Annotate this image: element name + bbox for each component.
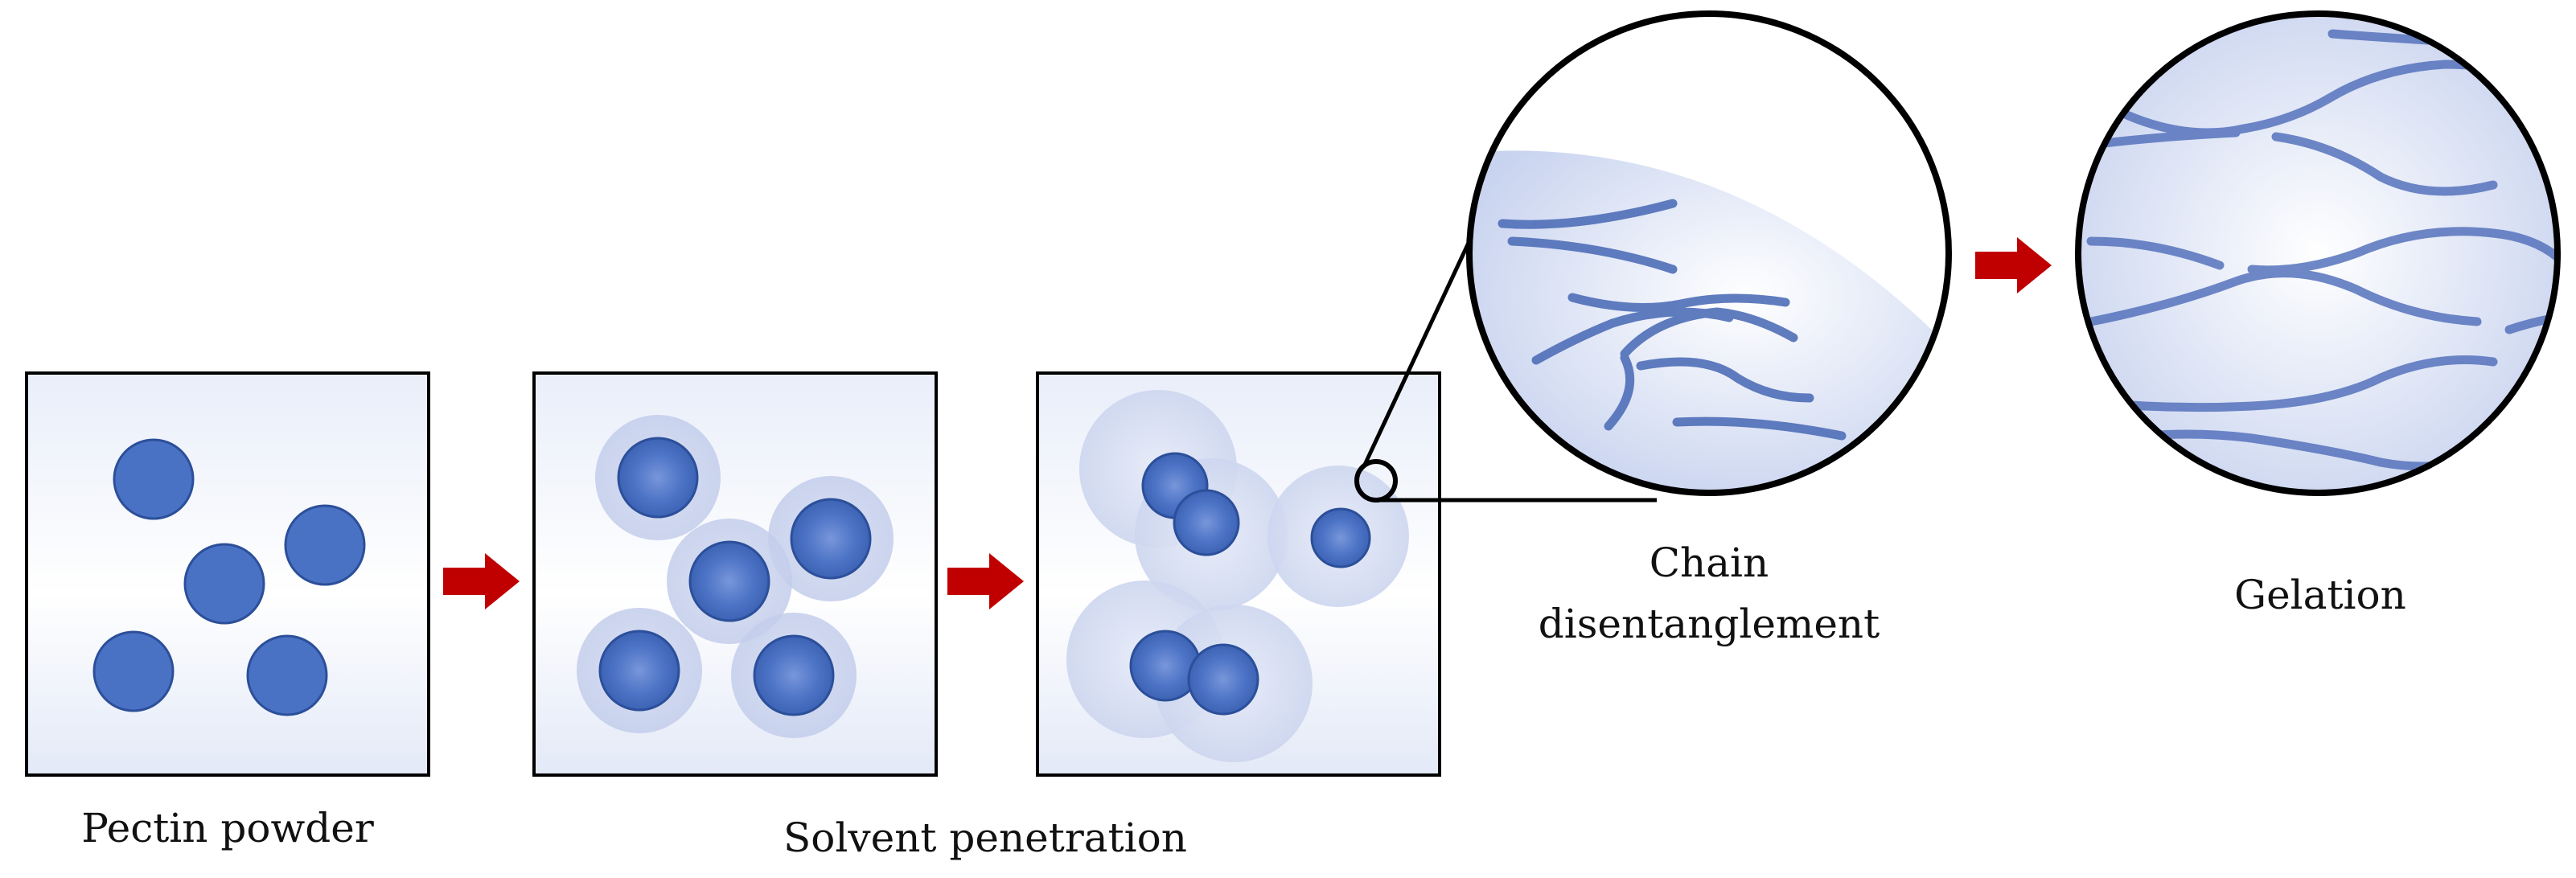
arrow-1 (443, 553, 520, 609)
gelation-circle-outline (2075, 10, 2561, 496)
polymer-chain (2086, 236, 2225, 270)
label-gelation: Gelation (2234, 572, 2406, 618)
swollen-particle (1173, 489, 1240, 556)
swollen-particle (1310, 507, 1371, 568)
polymer-chain (2247, 227, 2558, 275)
swollen-region (1469, 150, 1949, 493)
magnified-circle-outline (1466, 10, 1952, 496)
label-chain: Chain (1649, 540, 1769, 586)
swollen-particle (753, 634, 835, 716)
swollen-particle (598, 630, 680, 712)
polymer-chain (2271, 132, 2498, 196)
label-disentanglement: disentanglement (1538, 601, 1880, 647)
particle (92, 630, 175, 712)
polymer-chain (1620, 307, 1798, 359)
polymer-chain (1636, 357, 1814, 403)
zoom-source-ring (1354, 459, 1398, 503)
swollen-particle (688, 540, 770, 622)
polymer-chain (1498, 199, 1678, 229)
swollen-particle (790, 498, 872, 580)
polymer-chain (1672, 416, 1847, 441)
arrow-3 (1975, 237, 2052, 293)
arrow-2 (947, 553, 1024, 609)
label-solvent-penetration: Solvent penetration (783, 814, 1187, 861)
particle (284, 504, 366, 586)
polymer-chain (1567, 293, 1790, 312)
particle (183, 543, 265, 625)
polymer-chain (1604, 353, 1635, 431)
label-pectin-powder: Pectin powder (81, 805, 374, 851)
panel-solvent-penetration-1 (532, 371, 938, 777)
polymer-chain (2086, 355, 2498, 412)
panel-pectin-powder (25, 371, 430, 777)
particle (246, 634, 328, 716)
gelation-network (2075, 10, 2561, 496)
magnified-chain-disentanglement (1466, 10, 1952, 496)
swollen-particle (617, 437, 699, 519)
polymer-chain (2086, 269, 2482, 326)
swollen-particle (1187, 643, 1259, 716)
panel-solvent-penetration-2 (1036, 371, 1441, 777)
polymer-chain (1507, 236, 1678, 274)
particle (113, 438, 195, 520)
